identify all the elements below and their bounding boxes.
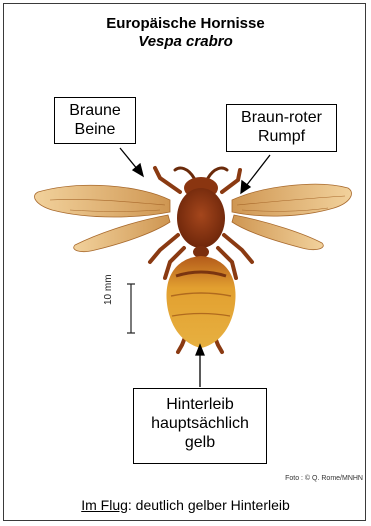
left-wings <box>34 185 170 251</box>
label-thorax-line: Braun-roter <box>227 108 336 127</box>
thorax <box>177 188 225 248</box>
abdomen <box>166 256 235 348</box>
scale-bar <box>127 284 135 333</box>
scale-bar-label: 10 mm <box>103 274 114 305</box>
label-abdomen: Hinterleib hauptsächlich gelb <box>133 388 267 464</box>
footer-caption: Im Flug: deutlich gelber Hinterleib <box>0 497 371 513</box>
label-abdomen-line: hauptsächlich <box>134 414 266 433</box>
label-abdomen-line: gelb <box>134 433 266 452</box>
footer-prefix: Im Flug <box>81 497 128 513</box>
label-legs-line: Braune <box>55 101 135 120</box>
right-wings <box>232 184 352 249</box>
photo-credit: Foto : © Q. Rome/MNHN <box>285 475 363 482</box>
antennae <box>175 168 227 178</box>
footer-suffix: : deutlich gelber Hinterleib <box>128 497 290 513</box>
label-abdomen-line: Hinterleib <box>134 395 266 414</box>
label-thorax: Braun-roter Rumpf <box>226 104 337 152</box>
label-legs: Braune Beine <box>54 97 136 144</box>
label-thorax-line: Rumpf <box>227 127 336 146</box>
label-legs-line: Beine <box>55 120 135 139</box>
